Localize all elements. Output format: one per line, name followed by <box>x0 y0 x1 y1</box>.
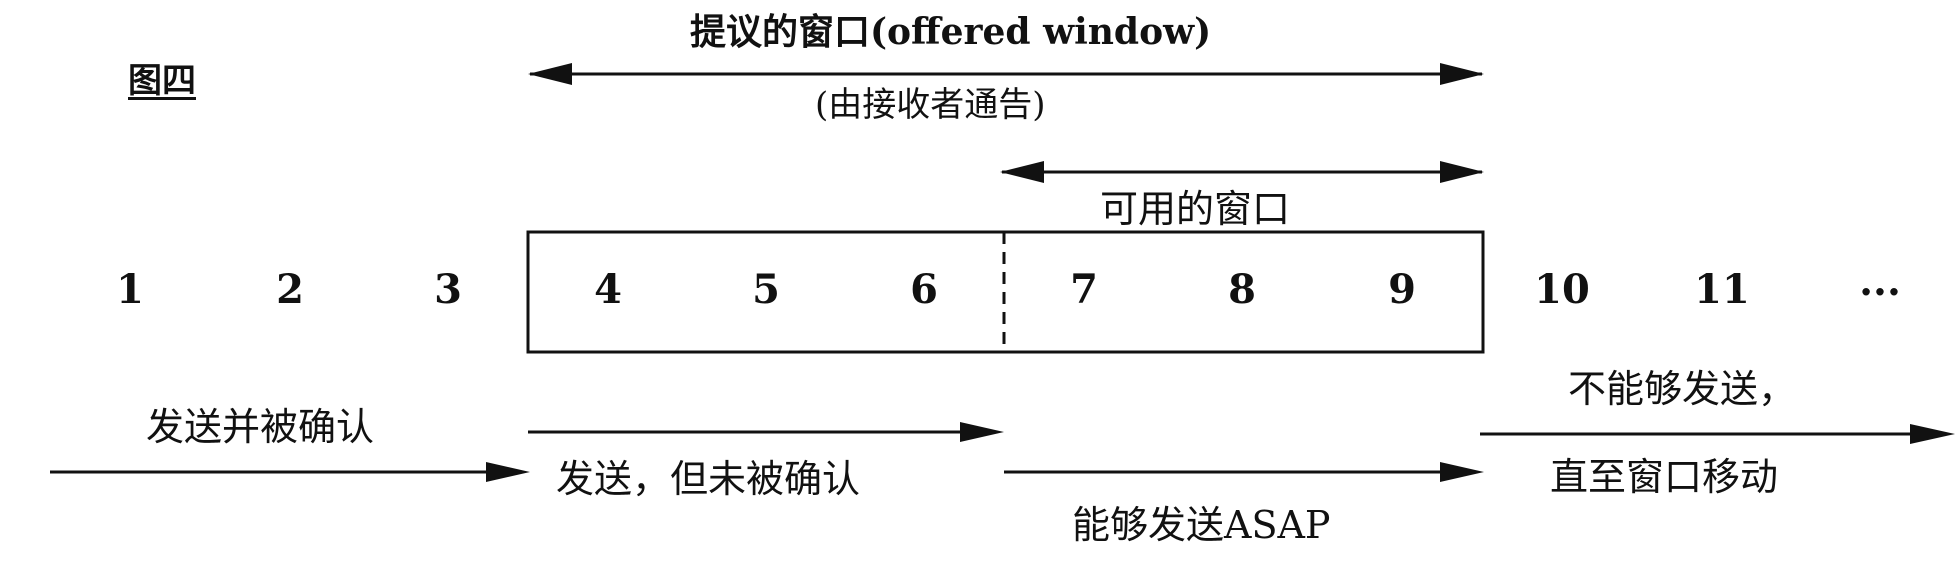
sequence-number: 7 <box>1070 266 1098 313</box>
cannot-send-label-line1: 不能够发送， <box>1568 367 1797 411</box>
usable-window-label: 可用的窗口 <box>1100 187 1291 231</box>
offered-window-title: 提议的窗口(offered window) <box>690 11 1212 53</box>
sent-acked-label: 发送并被确认 <box>146 405 375 449</box>
sequence-number: 11 <box>1694 266 1750 313</box>
cannot-send-arrow <box>1480 424 1955 444</box>
can-send-label: 能够发送ASAP <box>1072 503 1331 547</box>
sequence-number: 4 <box>594 266 622 313</box>
figure-label: 图四 <box>128 61 196 101</box>
cannot-send-label-line2: 直至窗口移动 <box>1550 455 1779 499</box>
can-send-arrow <box>1004 462 1484 482</box>
sent-not-acked-arrow <box>528 422 1004 442</box>
sequence-number: 10 <box>1534 266 1590 313</box>
offered-window-subtitle: (由接收者通告) <box>815 85 1046 125</box>
sequence-number: 5 <box>752 266 780 313</box>
usable-window-arrow <box>1000 161 1484 183</box>
sequence-number: 9 <box>1388 266 1416 313</box>
sent-acked-arrow <box>50 462 530 482</box>
sequence-number: 1 <box>116 266 144 313</box>
sequence-number: 3 <box>434 266 462 313</box>
sequence-number: ... <box>1859 258 1901 305</box>
sequence-number: 6 <box>910 266 938 313</box>
sequence-number: 2 <box>276 266 304 313</box>
offered-window-arrow <box>528 63 1484 85</box>
sequence-number: 8 <box>1228 266 1256 313</box>
sent-not-acked-label: 发送，但未被确认 <box>556 457 861 501</box>
